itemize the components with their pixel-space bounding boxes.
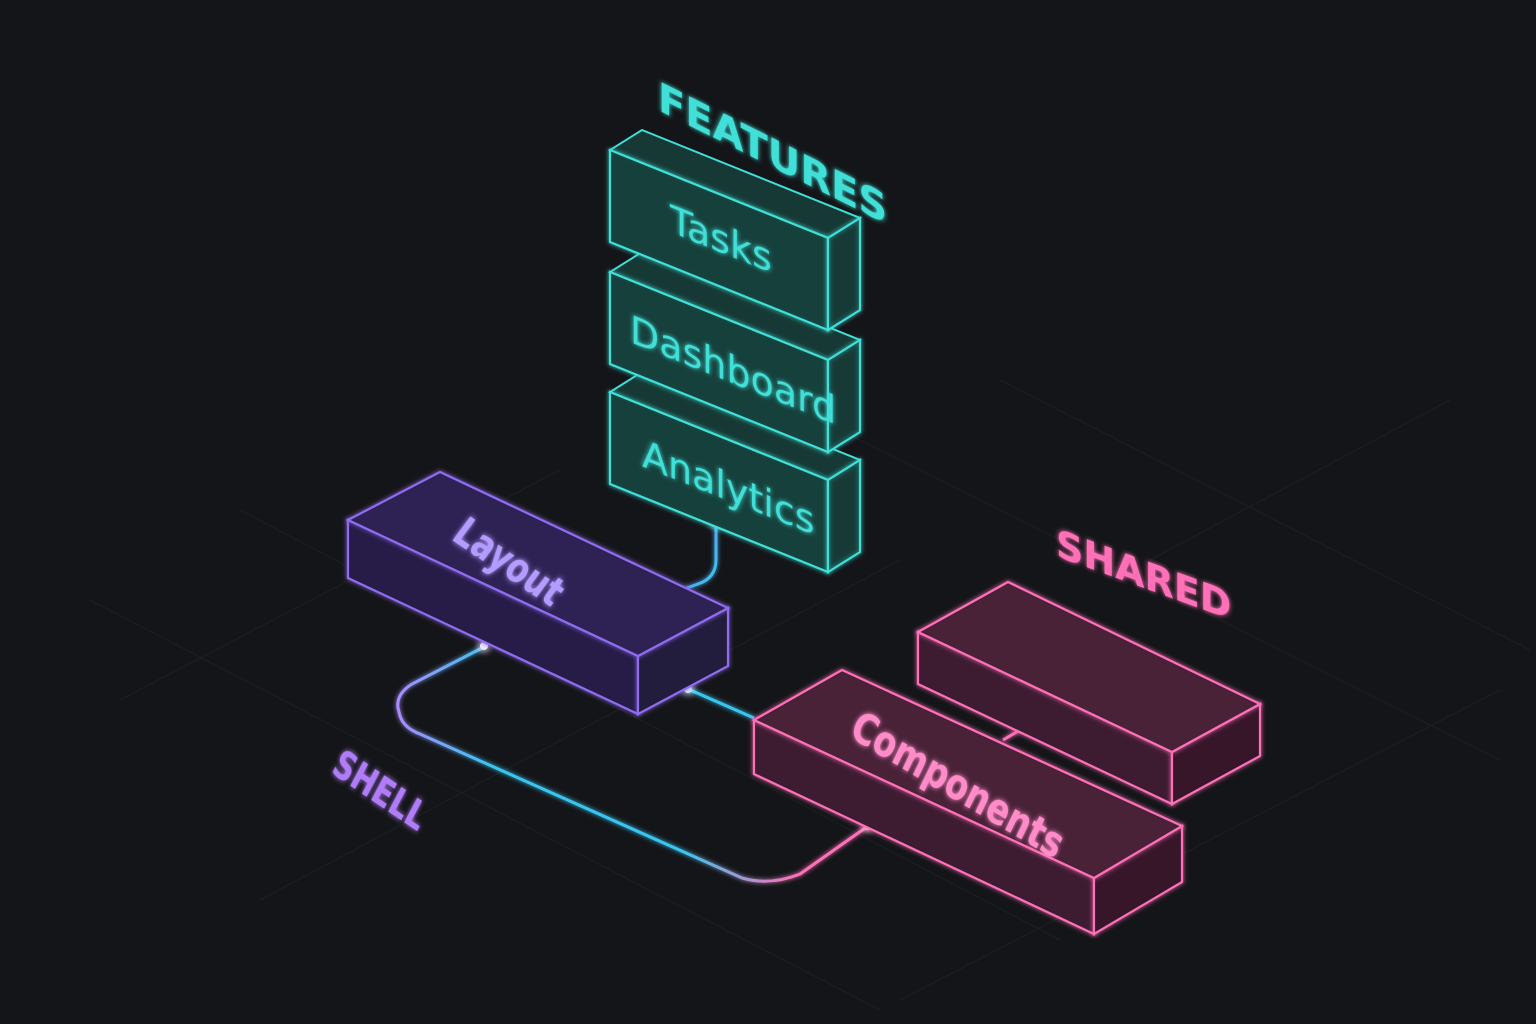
node-dot <box>480 642 488 650</box>
block-shared[interactable] <box>915 580 1263 806</box>
shell-group: Layout <box>345 470 731 716</box>
block-dashboard[interactable]: Dashboard <box>607 250 863 454</box>
block-components[interactable]: Components <box>751 668 1185 936</box>
shared-group: Components <box>751 580 1263 936</box>
block-layout[interactable]: Layout <box>345 470 731 716</box>
shell-title: SHELL <box>325 742 434 841</box>
connector-features-layout <box>683 522 718 591</box>
connector-shell-components <box>396 646 869 883</box>
shared-title: SHARED <box>1056 522 1231 629</box>
block-tasks-end-face <box>826 216 862 332</box>
block-components-top-face <box>751 668 1185 880</box>
block-shared-top-face <box>915 580 1263 754</box>
block-layout-top-face <box>345 470 731 658</box>
block-tasks[interactable]: Tasks <box>607 128 863 332</box>
block-analytics-end-face <box>826 458 862 574</box>
block-dashboard-end-face <box>826 338 862 454</box>
connector-layout-components <box>687 687 755 720</box>
